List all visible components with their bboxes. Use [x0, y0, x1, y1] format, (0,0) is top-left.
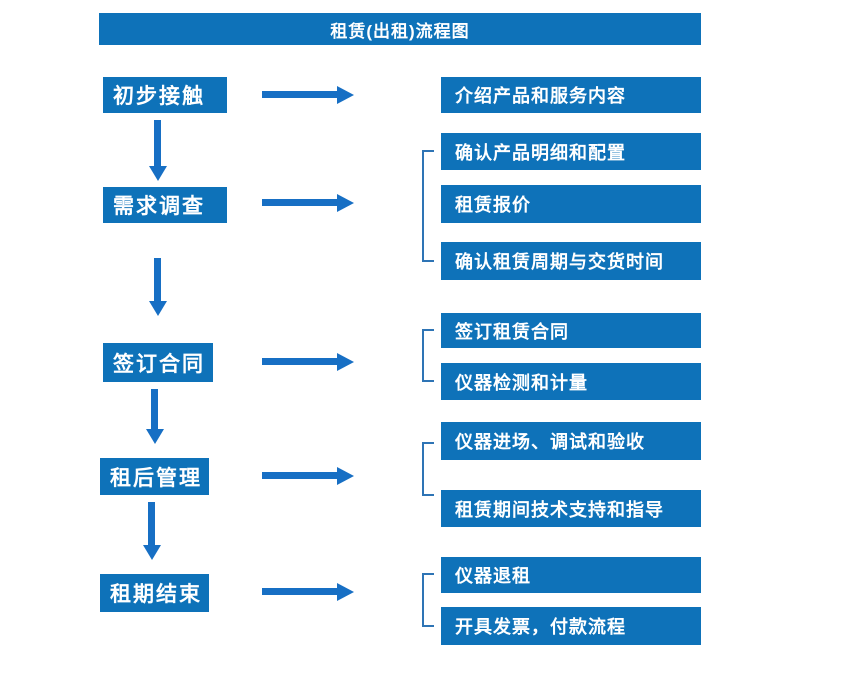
down-arrow: [149, 120, 167, 181]
detail-box-confirm-period-delivery: 确认租赁周期与交货时间: [441, 242, 701, 280]
group-bracket: [422, 573, 434, 627]
right-arrow: [262, 194, 354, 212]
step-box-sign-contract: 签订合同: [103, 343, 213, 382]
group-bracket: [422, 329, 434, 382]
detail-box-sign-rental-contract: 签订租赁合同: [441, 313, 701, 348]
down-arrow: [149, 258, 167, 316]
detail-box-instrument-testing-metering: 仪器检测和计量: [441, 363, 701, 400]
detail-box-technical-support-guidance: 租赁期间技术支持和指导: [441, 490, 701, 527]
step-box-post-rental-management: 租后管理: [100, 458, 209, 495]
detail-box-instrument-return: 仪器退租: [441, 557, 701, 593]
right-arrow: [262, 353, 354, 371]
right-arrow: [262, 467, 354, 485]
group-bracket: [422, 442, 434, 496]
down-arrow: [143, 502, 161, 560]
flowchart-title: 租赁(出租)流程图: [99, 13, 701, 45]
step-box-initial-contact: 初步接触: [103, 77, 227, 113]
group-bracket: [422, 150, 434, 262]
right-arrow: [262, 583, 354, 601]
detail-box-invoice-payment-process: 开具发票，付款流程: [441, 607, 701, 645]
detail-box-instrument-setup-acceptance: 仪器进场、调试和验收: [441, 422, 701, 460]
detail-box-confirm-product-config: 确认产品明细和配置: [441, 133, 701, 170]
detail-box-rental-quote: 租赁报价: [441, 185, 701, 223]
down-arrow: [146, 389, 164, 444]
right-arrow: [262, 86, 354, 104]
step-box-rental-end: 租期结束: [100, 574, 209, 612]
detail-box-introduce-products-services: 介绍产品和服务内容: [441, 77, 701, 113]
step-box-demand-survey: 需求调查: [103, 187, 227, 223]
